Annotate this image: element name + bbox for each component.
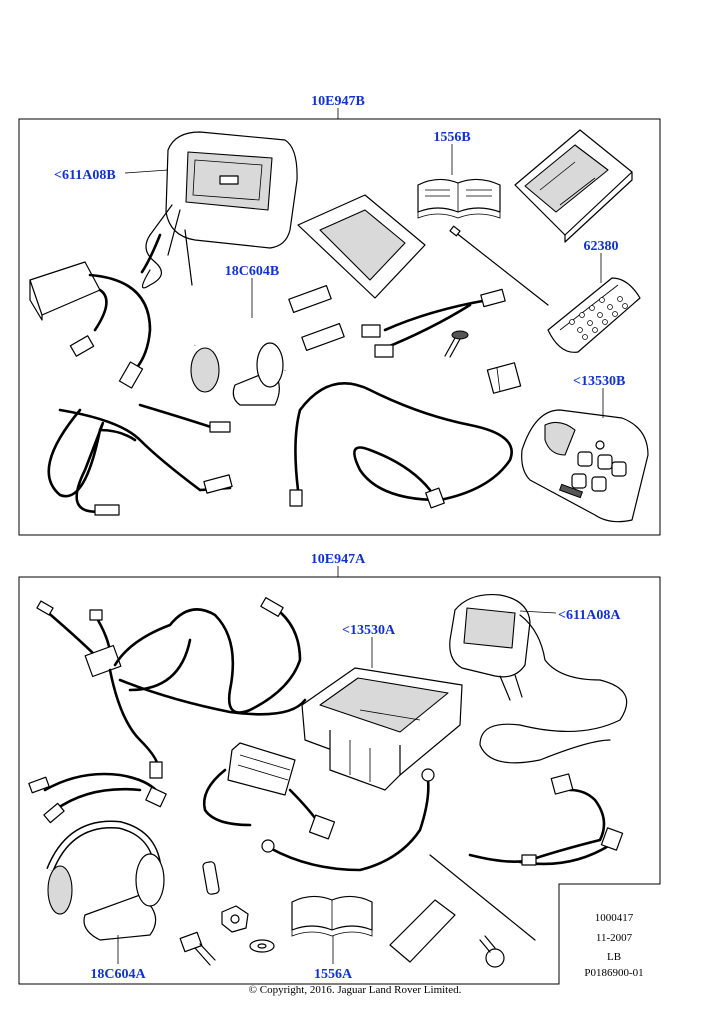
info-line-3: LB <box>607 951 621 963</box>
lower-kit-frame <box>18 576 661 985</box>
rca-cable-a <box>28 772 167 824</box>
storage-box-a[interactable] <box>301 667 463 791</box>
storage-tray-b <box>514 129 633 243</box>
control-unit-b[interactable] <box>521 409 649 523</box>
av-cable-b <box>289 382 513 509</box>
label-611A08B[interactable]: <611A08B <box>54 168 116 183</box>
small-parts-a <box>179 861 275 966</box>
label-62380[interactable]: 62380 <box>584 239 619 254</box>
earth-lead-a <box>261 768 435 872</box>
lower-kit-title[interactable]: 10E947A <box>311 552 366 567</box>
mounting-tray-b <box>297 194 426 299</box>
label-1556B[interactable]: 1556B <box>433 130 470 145</box>
y-cable-b <box>361 288 506 358</box>
headphones-a[interactable] <box>46 820 165 941</box>
label-1556A[interactable]: 1556A <box>314 967 353 982</box>
upper-kit-frame <box>18 118 661 536</box>
cable-tie-b <box>454 231 549 306</box>
harness-loop-b <box>47 403 233 516</box>
label-13530B[interactable]: <13530B <box>573 374 625 389</box>
upper-kit-title[interactable]: 10E947B <box>311 94 365 109</box>
harness-right-a <box>468 773 624 866</box>
screw-a <box>479 935 505 968</box>
batteries <box>288 284 522 394</box>
label-18C604B[interactable]: 18C604B <box>225 264 279 279</box>
power-adapter <box>29 261 152 389</box>
copyright-notice: © Copyright, 2016. Jaguar Land Rover Lim… <box>249 984 462 996</box>
info-line-2: 11-2007 <box>596 932 633 944</box>
remote-control[interactable] <box>547 277 641 353</box>
amplifier-a <box>202 742 336 840</box>
handbook-a[interactable] <box>291 895 373 937</box>
handbook-b[interactable] <box>417 178 501 219</box>
lower-kit-panel: 10E947A <box>18 552 661 985</box>
info-box: 1000417 11-2007 LB P0186900-01 <box>584 912 643 979</box>
info-line-4: P0186900-01 <box>584 967 643 979</box>
label-611A08A[interactable]: <611A08A <box>558 608 621 623</box>
cable-tie-a <box>429 854 536 941</box>
label-13530A[interactable]: <13530A <box>342 623 396 638</box>
label-18C604A[interactable]: 18C604A <box>90 967 146 982</box>
screw-b <box>444 330 469 358</box>
headrest-screen-a[interactable] <box>449 593 628 764</box>
upper-kit-panel: 10E947B <611A08B 1556B <box>18 94 661 536</box>
harness-loop-a <box>36 597 307 779</box>
info-line-1: 1000417 <box>595 912 634 924</box>
headphones-b[interactable] <box>190 312 288 406</box>
foam-pad-a <box>389 899 456 963</box>
headrest-screen-b[interactable] <box>140 131 298 289</box>
